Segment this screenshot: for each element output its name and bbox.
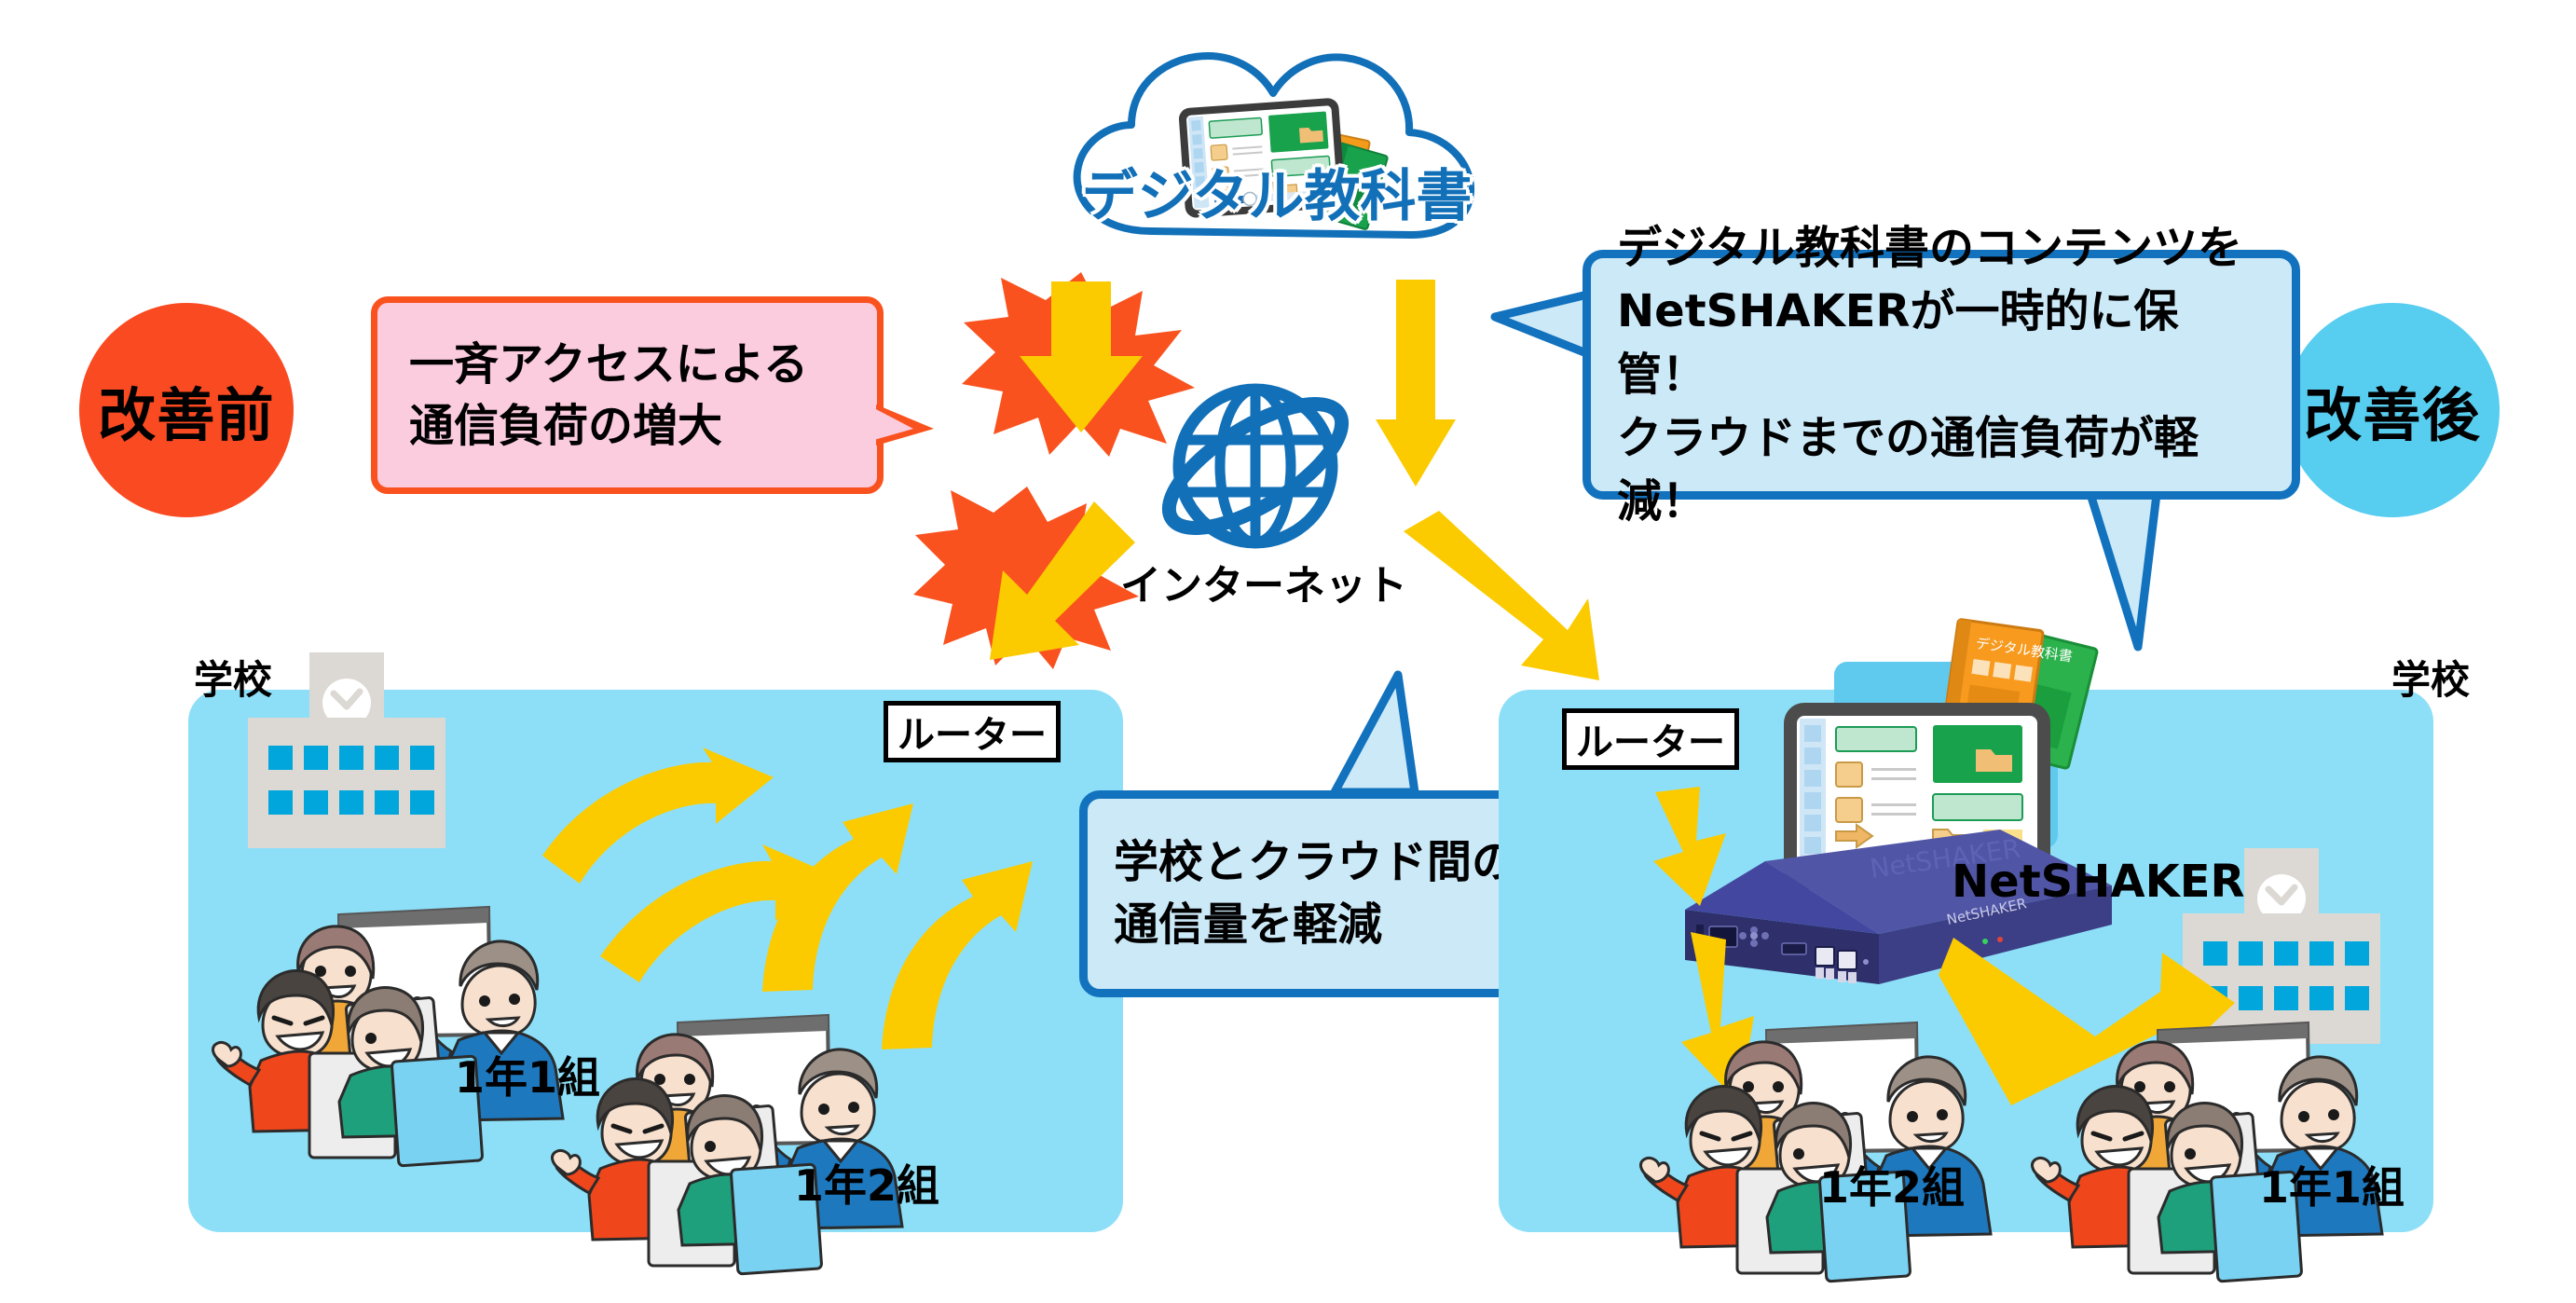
classroom-illustration — [551, 1013, 904, 1276]
router-label-left-text: ルーター — [897, 714, 1047, 757]
callout-blue-top: デジタル教科書のコンテンツを NetSHAKERが一時的に保管！ クラウドまでの… — [1583, 222, 2300, 528]
callout-blue-top-line1: デジタル教科書のコンテンツを — [1617, 221, 2243, 274]
clock-hands-icon — [330, 688, 363, 710]
school-window — [2274, 986, 2298, 1010]
badge-before-label: 改善前 — [98, 381, 275, 449]
arrow-up-1 — [542, 748, 774, 884]
cloud-group: デジタル教科書 — [1062, 35, 1491, 250]
arrow-diagonal-to-netshaker — [1404, 511, 1599, 680]
internet-group: インターネット — [1120, 373, 1407, 615]
callout-pink-group: 一斉アクセスによる 通信負荷の増大 — [371, 296, 934, 501]
arrow-up-4 — [882, 861, 1033, 1049]
netshaker-device-icon: NetSHAKER NetSHAKER — [1685, 830, 2112, 984]
school-window — [2239, 986, 2263, 1010]
school-window — [339, 746, 363, 770]
school-icon-left — [244, 652, 449, 848]
callout-pink-tail — [874, 405, 934, 446]
arrow-router-to-netshaker — [1653, 787, 1726, 906]
class-label-left-2: 1年2組 — [794, 1160, 940, 1211]
school-window — [304, 790, 328, 815]
school-label-left: 学校 — [194, 657, 273, 703]
school-window — [375, 746, 399, 770]
internet-label: インターネット — [1120, 562, 1407, 610]
router-label-left: ルーター — [884, 701, 1061, 762]
callout-blue-top-line3: クラウドまでの通信負荷が軽減！ — [1617, 412, 2199, 528]
school-building — [248, 718, 445, 848]
classroom-illustration — [2031, 1021, 2384, 1283]
arrow-netshaker-to-class-right — [1939, 938, 2235, 1105]
school-window — [2309, 986, 2334, 1010]
callout-blue-center-group: 学校とクラウド間の 通信量を軽減 — [1079, 670, 1601, 1023]
school-building — [2183, 913, 2380, 1044]
class-label-right-1: 1年2組 — [1819, 1162, 1966, 1213]
classroom-illustration — [212, 905, 565, 1168]
school-window — [2309, 941, 2334, 966]
classroom-group-right-2 — [2031, 1001, 2423, 1283]
clock-hands-icon — [2265, 884, 2298, 906]
callout-blue-top-group: デジタル教科書のコンテンツを NetSHAKERが一時的に保管！ クラウドまでの… — [1490, 222, 2300, 652]
arrow-up-2 — [600, 844, 831, 982]
school-window — [410, 746, 434, 770]
globe-icon — [1161, 383, 1350, 549]
classroom-group-right-1 — [1639, 1001, 2032, 1283]
callout-pink-line2: 通信負荷の増大 — [409, 400, 723, 452]
arrow-down-to-router — [1376, 280, 1456, 487]
badge-after: 改善後 — [2285, 303, 2500, 517]
classroom-group-left-1 — [212, 885, 604, 1168]
school-window — [2274, 941, 2298, 966]
router-label-right: ルーター — [1562, 708, 1739, 770]
school-window — [268, 746, 293, 770]
tablet-and-books-icon — [1178, 98, 1389, 230]
router-label-right-text: ルーター — [1576, 721, 1725, 764]
school-window — [2239, 941, 2263, 966]
school-window — [304, 746, 328, 770]
callout-pink: 一斉アクセスによる 通信負荷の増大 — [371, 296, 884, 494]
school-window — [268, 790, 293, 815]
badge-after-label: 改善後 — [2304, 381, 2481, 449]
callout-blue-center-line1: 学校とクラウド間の — [1114, 835, 1517, 888]
callout-blue-center-line2: 通信量を軽減 — [1114, 898, 1383, 951]
callout-pink-line1: 一斉アクセスによる — [409, 337, 809, 391]
school-window — [375, 790, 399, 815]
burst-down-arrow-upper — [962, 272, 1195, 457]
netshaker-label: NetSHAKER — [1952, 856, 2245, 908]
cloud-label: デジタル教科書 — [1081, 164, 1473, 229]
school-window — [2345, 941, 2369, 966]
class-label-right-2: 1年1組 — [2259, 1162, 2405, 1213]
school-label-right: 学校 — [2391, 657, 2471, 703]
callout-blue-top-line2: NetSHAKERが一時的に保管！ — [1617, 284, 2179, 401]
school-window — [2345, 986, 2369, 1010]
school-window — [2203, 941, 2227, 966]
digital-textbook-illustration — [1165, 89, 1389, 230]
school-window — [410, 790, 434, 815]
classroom-group-left-2 — [551, 994, 943, 1276]
callout-blue-center: 学校とクラウド間の 通信量を軽減 — [1079, 790, 1566, 997]
school-window — [339, 790, 363, 815]
burst-down-left-arrow-lower — [913, 487, 1139, 669]
badge-before: 改善前 — [79, 303, 294, 517]
class-label-left-1: 1年1組 — [455, 1052, 601, 1103]
arrow-up-3 — [762, 803, 913, 992]
classroom-illustration — [1639, 1021, 1993, 1283]
